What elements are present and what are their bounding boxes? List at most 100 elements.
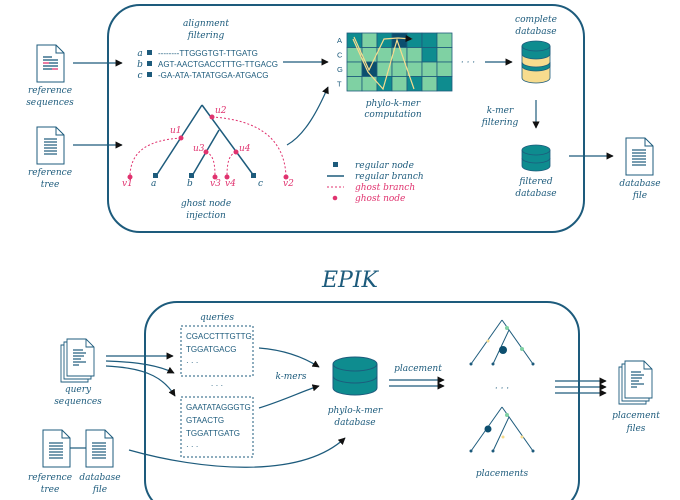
output-arrows xyxy=(555,377,607,397)
kmer-cell xyxy=(391,61,408,77)
ghost-label-v2: v2 xyxy=(283,179,294,189)
ghost-nodes xyxy=(127,114,289,180)
query-box-2 xyxy=(180,396,254,458)
kmer-cell xyxy=(421,47,438,63)
reference-tree-label-2: tree xyxy=(41,180,60,190)
database-file-document xyxy=(625,137,654,176)
epik-database-file-label: database xyxy=(79,473,120,483)
alignment-title: alignment xyxy=(183,19,229,29)
epik-database-file-label-2: file xyxy=(92,485,107,495)
epik-title: EPIK xyxy=(321,268,380,293)
kmer-path-1 xyxy=(352,38,415,91)
legend-label: ghost branch xyxy=(355,183,415,193)
query-sequences-label: query xyxy=(65,385,92,395)
kmers-label: k-mers xyxy=(275,372,306,382)
reference-sequences-label: reference xyxy=(28,86,72,96)
kmer-cell xyxy=(421,76,438,92)
placement-dots: · · · xyxy=(495,384,509,394)
alignment-row-label: c xyxy=(137,71,142,81)
query-boxes-dots: · · · xyxy=(211,381,223,390)
ghost-title-2: injection xyxy=(186,211,226,221)
legend-label: regular node xyxy=(355,161,414,171)
ghost-label-v4: v4 xyxy=(225,179,236,189)
reference-tree-document xyxy=(36,126,65,165)
ghost-label-u1: u1 xyxy=(170,126,182,136)
regular-node-marker xyxy=(147,50,152,55)
ghost-label-u3: u3 xyxy=(193,144,205,154)
placement-files-label: placement xyxy=(612,411,660,421)
kmer-cell xyxy=(436,32,453,48)
query-seq: · · · xyxy=(186,442,198,451)
alignment-title-2: filtering xyxy=(187,31,225,41)
query-box-1 xyxy=(180,325,254,377)
top-panel-frame xyxy=(107,4,585,233)
alignment-row-seq: --------TTGGGTGT-TTGATG xyxy=(158,49,258,58)
kmer-row-label: T xyxy=(337,80,342,89)
placements-label: placements xyxy=(476,469,529,479)
legend-label: ghost node xyxy=(355,194,405,204)
kmer-filtering-label: k-mer xyxy=(487,106,514,116)
complete-db-label: complete xyxy=(515,15,557,25)
legend-dot-icon xyxy=(332,195,338,201)
document-lines-icon xyxy=(43,56,58,70)
reference-sequences-label-2: sequences xyxy=(26,98,74,108)
epik-panel-frame xyxy=(144,301,580,500)
kmer-row-label: G xyxy=(337,65,343,74)
kmer-title-2: computation xyxy=(364,110,421,120)
kmer-cell xyxy=(391,32,408,48)
phylo-db-label-2: database xyxy=(334,418,375,428)
kmer-cell xyxy=(436,61,453,77)
regular-node-marker xyxy=(147,72,152,77)
placement-label: placement xyxy=(394,364,442,374)
query-seq: CGACCTTTGTTG xyxy=(186,332,252,341)
placement-tree-2 xyxy=(469,406,535,453)
reference-tree-label: reference xyxy=(28,168,72,178)
kmer-grid xyxy=(346,32,453,92)
alignment-row-seq: AGT-AACTGACCTTTG-TTGACG xyxy=(158,60,278,69)
query-seq: TGGATGACG xyxy=(186,345,237,354)
query-sequences-label-2: sequences xyxy=(54,397,102,407)
placement-files-document-stack xyxy=(618,360,653,405)
query-sequences-document-stack xyxy=(60,338,95,383)
database-file-label-2: file xyxy=(632,191,647,201)
leaf-label-a: a xyxy=(151,179,156,189)
kmer-title: phylo-k-mer xyxy=(366,99,421,109)
ghost-label-u4: u4 xyxy=(239,144,251,154)
alignment-rows: a --------TTGGGTGT-TTGATG b AGT-AACTGACC… xyxy=(137,49,278,81)
placement-tree-1 xyxy=(469,319,535,366)
alignment-row-label: b xyxy=(137,60,143,70)
kmer-path-2 xyxy=(353,34,413,72)
kmer-cell xyxy=(346,76,363,92)
alignment-row-seq: -GA-ATA-TATATGGA-ATGACG xyxy=(158,71,269,80)
query-seq: GTAACTG xyxy=(186,416,224,425)
kmer-filtering-label-2: filtering xyxy=(481,118,519,128)
query-arrows xyxy=(105,352,176,397)
kmer-cell xyxy=(406,32,423,48)
complete-db-label-2: database xyxy=(515,27,556,37)
placement-arrows xyxy=(389,376,445,390)
legend-square-icon xyxy=(333,162,338,167)
queries-title: queries xyxy=(200,313,234,323)
reference-tree-with-ghosts xyxy=(127,104,289,180)
query-seq: GAATATAGGGTG xyxy=(186,403,251,412)
query-seq: · · · xyxy=(186,358,198,367)
leaf-label-c: c xyxy=(258,179,263,189)
kmer-cell xyxy=(436,76,453,92)
kmer-cell xyxy=(436,47,453,63)
arrow-injection-to-kmer xyxy=(286,86,329,146)
kmer-cell xyxy=(346,32,363,48)
ghost-label-u2: u2 xyxy=(215,106,227,116)
kmer-cell xyxy=(361,32,378,48)
complete-database-icon xyxy=(521,40,551,84)
kmer-row-label: A xyxy=(337,36,342,45)
filtered-database-icon xyxy=(521,144,551,172)
arrow-files-to-db xyxy=(128,437,346,468)
legend-label: regular branch xyxy=(355,172,424,182)
leaf-label-b: b xyxy=(187,179,193,189)
phylo-kmer-database-icon xyxy=(332,356,378,396)
ghost-branches xyxy=(129,116,287,178)
regular-branches xyxy=(155,104,255,177)
regular-node-marker xyxy=(147,61,152,66)
ghost-title: ghost node xyxy=(181,199,231,209)
